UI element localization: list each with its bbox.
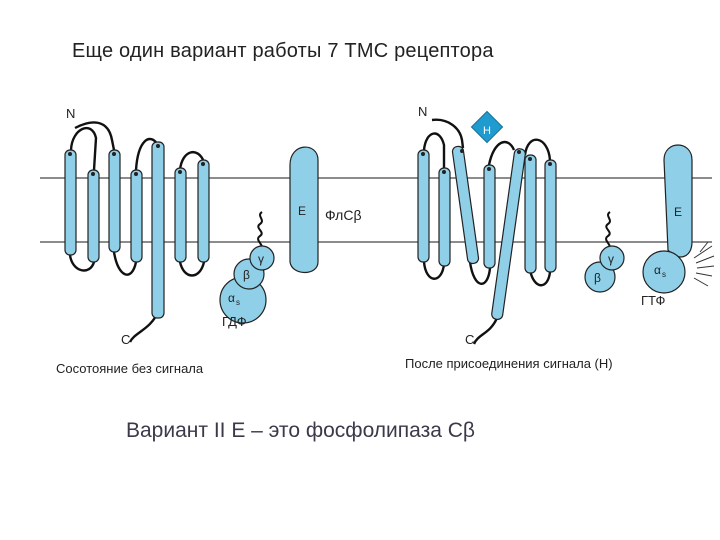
ligand-h-label: H xyxy=(483,125,491,137)
left-dot-1 xyxy=(68,152,72,156)
left-helix-4 xyxy=(130,169,143,263)
right-dot-7 xyxy=(548,162,552,166)
left-helix-7 xyxy=(197,159,210,263)
left-loop-5 xyxy=(112,251,138,276)
left-loop-4 xyxy=(68,254,96,272)
right-dot-6 xyxy=(528,157,532,161)
right-effector-label: E xyxy=(674,205,682,219)
right-n-terminal xyxy=(431,118,465,149)
right-c-terminal xyxy=(472,317,499,345)
right-effector: E α s ГТФ xyxy=(641,144,715,308)
right-receptor: H xyxy=(417,104,557,347)
right-lipid-anchor xyxy=(605,211,612,251)
right-loop-2 xyxy=(487,140,516,166)
left-helix-3 xyxy=(108,149,121,253)
left-helix-1 xyxy=(64,149,77,256)
left-dot-2 xyxy=(91,172,95,176)
right-loop-4 xyxy=(422,261,446,280)
right-dot-4 xyxy=(487,167,491,171)
right-g-beta-gamma: γ β xyxy=(584,211,625,293)
right-helix-6 xyxy=(524,154,537,274)
left-gamma-subunit xyxy=(249,245,275,271)
left-g-protein: γ β α s ГДФ xyxy=(219,211,275,329)
right-loop-1 xyxy=(422,132,446,170)
left-n-terminal xyxy=(74,121,116,151)
left-lipid-anchor xyxy=(257,211,264,251)
right-helix-3 xyxy=(451,145,480,265)
left-state-label: Сосотояние без сигнала xyxy=(56,361,204,376)
left-beta-label: β xyxy=(243,268,250,282)
right-alpha-subunit xyxy=(642,250,686,294)
left-effector-label: E xyxy=(298,204,306,218)
left-helix-2 xyxy=(87,169,100,263)
right-loop-5 xyxy=(468,261,492,285)
right-helix-5 xyxy=(491,148,526,320)
left-dot-5 xyxy=(156,144,160,148)
right-loop-3 xyxy=(523,138,552,161)
right-c-label: C xyxy=(465,332,474,347)
right-loop-6 xyxy=(528,269,552,287)
right-helix-1 xyxy=(417,149,430,263)
right-gtp-label: ГТФ xyxy=(641,293,666,308)
ligand-h xyxy=(470,110,504,144)
right-effector-body xyxy=(663,144,693,258)
left-effector-body xyxy=(289,146,319,274)
left-dot-7 xyxy=(201,162,205,166)
left-helix-6 xyxy=(174,167,187,263)
right-n-label: N xyxy=(418,104,427,119)
left-dot-4 xyxy=(134,172,138,176)
left-dot-6 xyxy=(178,170,182,174)
right-dot-3 xyxy=(460,149,464,153)
activation-rays-icon xyxy=(693,241,715,287)
right-dot-1 xyxy=(421,152,425,156)
right-dot-2 xyxy=(442,170,446,174)
left-effector: E ФлCβ xyxy=(289,146,362,274)
left-alpha-label: α xyxy=(228,291,235,305)
left-receptor: N C xyxy=(64,106,210,347)
right-alpha-label: α xyxy=(654,263,661,277)
right-state-label: После присоединения сигнала (H) xyxy=(405,356,613,371)
right-gamma-label: γ xyxy=(608,252,614,266)
left-helix-5 xyxy=(151,141,165,319)
right-helix-7 xyxy=(544,159,557,273)
right-helix-2 xyxy=(438,167,451,267)
left-alpha-sub: s xyxy=(236,298,240,307)
left-gdp-label: ГДФ xyxy=(222,314,247,329)
right-gamma-subunit xyxy=(599,245,625,271)
left-loop-3 xyxy=(178,151,206,171)
right-dot-5 xyxy=(517,150,521,154)
left-loop-6 xyxy=(178,261,206,277)
right-alpha-sub: s xyxy=(662,270,666,279)
right-helix-4 xyxy=(483,164,496,269)
left-c-label: C xyxy=(121,332,130,347)
slide-title: Еще один вариант работы 7 ТМС рецептора xyxy=(72,40,494,62)
left-gamma-label: γ xyxy=(258,252,264,266)
left-dot-3 xyxy=(112,152,116,156)
right-beta-label: β xyxy=(594,271,601,285)
slide-caption: Вариант II E – это фосфолипаза Cβ xyxy=(126,419,475,442)
left-n-label: N xyxy=(66,106,75,121)
left-loop-1 xyxy=(69,126,98,171)
left-plc-label: ФлCβ xyxy=(325,207,362,223)
